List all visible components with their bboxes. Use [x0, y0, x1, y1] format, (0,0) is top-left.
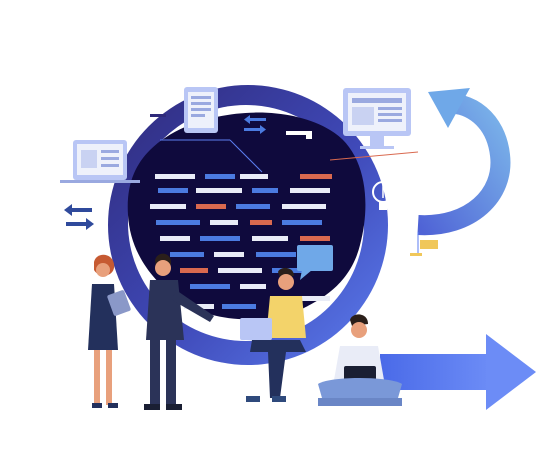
bar	[218, 268, 262, 273]
lightbulb-icon	[372, 181, 394, 210]
bar	[160, 236, 190, 241]
bar	[158, 188, 188, 193]
bar	[222, 304, 256, 309]
bar	[196, 188, 242, 193]
bar	[156, 220, 200, 225]
bar	[180, 268, 208, 273]
roadmap-bars	[150, 174, 332, 309]
bar	[214, 252, 244, 257]
bar	[300, 236, 330, 241]
person-man-suit	[144, 253, 214, 410]
sticky-notes	[410, 240, 438, 256]
laptop-device	[240, 318, 272, 340]
bar	[236, 204, 270, 209]
bar	[256, 252, 296, 257]
sync-arrows-icon	[64, 204, 94, 230]
sync-arrows-icon	[244, 115, 312, 139]
bar	[210, 220, 238, 225]
bar	[170, 252, 204, 257]
bar	[300, 174, 332, 179]
circular-arrow-icon	[417, 88, 511, 236]
person-man-sitting	[318, 314, 402, 406]
tablet-top	[150, 87, 218, 133]
monitor-left	[60, 140, 140, 183]
person-man-yellow	[240, 267, 306, 402]
bar	[296, 296, 330, 301]
right-arrow-icon	[380, 334, 536, 410]
bar	[205, 174, 235, 179]
bar	[282, 204, 326, 209]
bar	[252, 188, 278, 193]
bar	[200, 236, 240, 241]
bar	[250, 220, 272, 225]
tablet-device	[107, 290, 131, 316]
person-woman-tablet	[88, 254, 131, 408]
bar	[150, 204, 186, 209]
monitor-right	[343, 88, 411, 149]
chat-bubble-icon	[297, 245, 333, 280]
bar	[252, 236, 288, 241]
connector-lines	[160, 139, 419, 255]
bar	[290, 188, 330, 193]
bar	[240, 174, 268, 179]
bar	[196, 204, 226, 209]
bar	[155, 174, 195, 179]
bar	[240, 284, 266, 289]
bar	[190, 284, 230, 289]
bar	[282, 220, 322, 225]
